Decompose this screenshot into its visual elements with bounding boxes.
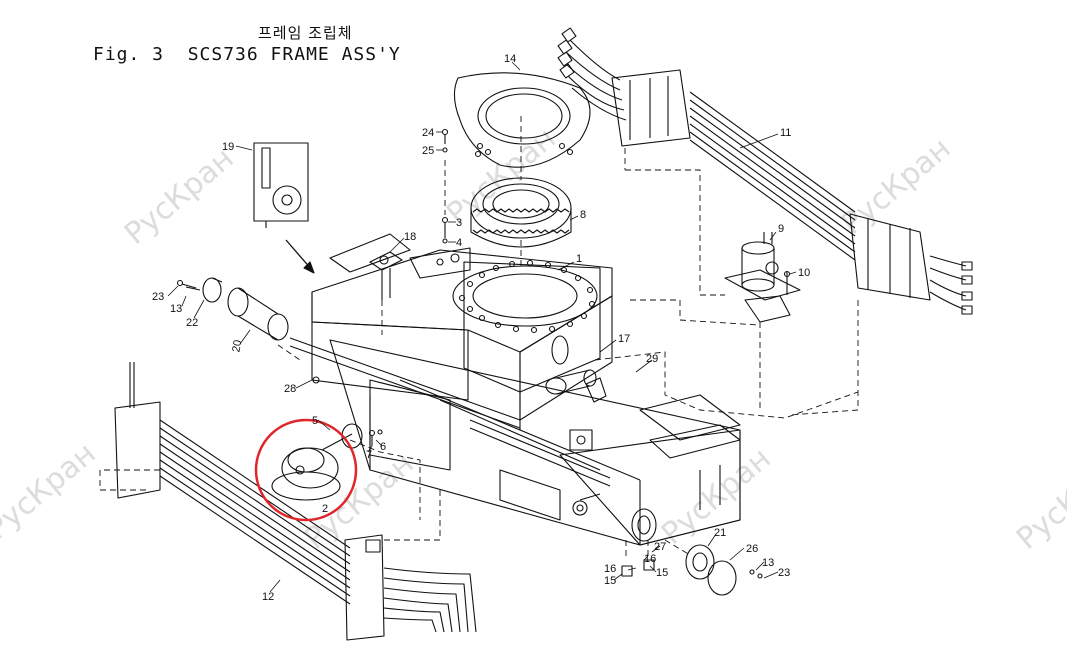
part-20-22-filter xyxy=(185,277,289,341)
main-frame-body xyxy=(289,233,741,546)
callout-3: 3 xyxy=(456,217,462,229)
callout-16a: 16 xyxy=(604,563,616,575)
callout-1: 1 xyxy=(576,253,582,265)
part-8-slewing-ring xyxy=(470,177,572,248)
callout-4: 4 xyxy=(456,237,462,249)
callout-29: 29 xyxy=(646,353,658,365)
callout-13b: 13 xyxy=(762,557,774,569)
callout-18: 18 xyxy=(404,231,416,243)
callout-15a: 15 xyxy=(604,575,616,587)
leader-lines xyxy=(167,61,797,593)
part-14-cover xyxy=(453,72,591,168)
callout-23b: 23 xyxy=(778,567,790,579)
callout-16b: 16 xyxy=(644,553,656,565)
part-15-16-plugs xyxy=(621,559,655,577)
fasteners xyxy=(176,128,791,579)
callout-22: 22 xyxy=(186,317,198,329)
part-11-hose-bundle-upper xyxy=(557,27,973,315)
part-19-panel xyxy=(253,142,309,228)
figure-title: Fig. 3 SCS736 FRAME ASS'Y xyxy=(93,44,401,65)
callout-14: 14 xyxy=(504,53,516,65)
part-12-hose-bundle-lower xyxy=(114,362,477,641)
assembly-lines xyxy=(99,116,859,560)
callout-13a: 13 xyxy=(170,303,182,315)
callout-6: 6 xyxy=(380,441,386,453)
callout-19: 19 xyxy=(222,141,234,153)
part-5-pump xyxy=(271,423,363,501)
callout-20: 20 xyxy=(230,339,244,353)
callout-2: 2 xyxy=(322,503,328,515)
korean-title: 프레임 조립체 xyxy=(258,24,353,42)
callout-28: 28 xyxy=(284,383,296,395)
callout-26: 26 xyxy=(746,543,758,555)
callout-5: 5 xyxy=(312,415,318,427)
part-9-swivel xyxy=(724,232,801,323)
callout-27: 27 xyxy=(654,541,666,553)
part-21-26-flanges xyxy=(685,544,737,596)
callout-12: 12 xyxy=(262,591,274,603)
callout-9: 9 xyxy=(778,223,784,235)
callout-23a: 23 xyxy=(152,291,164,303)
callout-15b: 15 xyxy=(656,567,668,579)
callout-7: 7 xyxy=(366,449,372,461)
callout-10: 10 xyxy=(798,267,810,279)
callout-25: 25 xyxy=(422,145,434,157)
callout-24: 24 xyxy=(422,127,434,139)
callouts: 1 2 3 4 5 6 7 8 9 10 11 12 13 13 14 15 1… xyxy=(152,53,810,603)
highlight-circle xyxy=(254,418,358,522)
callout-8: 8 xyxy=(580,209,586,221)
callout-21: 21 xyxy=(714,527,726,539)
callout-11: 11 xyxy=(780,127,791,139)
part-18-lifting-lug xyxy=(369,251,403,300)
callout-17: 17 xyxy=(618,333,630,345)
